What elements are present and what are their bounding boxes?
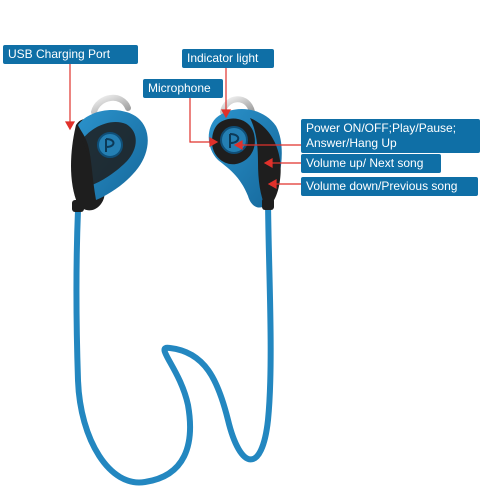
- power-label-line-2: Answer/Hang Up: [306, 136, 397, 150]
- pointer-volume-up: [263, 157, 301, 169]
- pointer-indicator-light: [220, 68, 232, 119]
- pointer-microphone: [189, 98, 219, 148]
- pointer-volume-down: [267, 178, 301, 190]
- right-earbud: [208, 96, 282, 210]
- indicator-light-label: Indicator light: [182, 49, 274, 68]
- power-play-answer-label: Power ON/OFF;Play/Pause; Answer/Hang Up: [301, 119, 480, 153]
- microphone-label: Microphone: [143, 79, 223, 98]
- volume-up-label: Volume up/ Next song: [301, 154, 441, 173]
- pointer-lines: [64, 64, 301, 190]
- earphone-cable: [73, 192, 274, 486]
- volume-down-label: Volume down/Previous song: [301, 177, 478, 196]
- pointer-power: [233, 139, 301, 151]
- left-earbud: [71, 95, 148, 212]
- pointer-usb-port: [64, 64, 76, 131]
- usb-charging-port-label: USB Charging Port: [3, 45, 138, 64]
- power-label-line-1: Power ON/OFF;Play/Pause;: [306, 121, 457, 135]
